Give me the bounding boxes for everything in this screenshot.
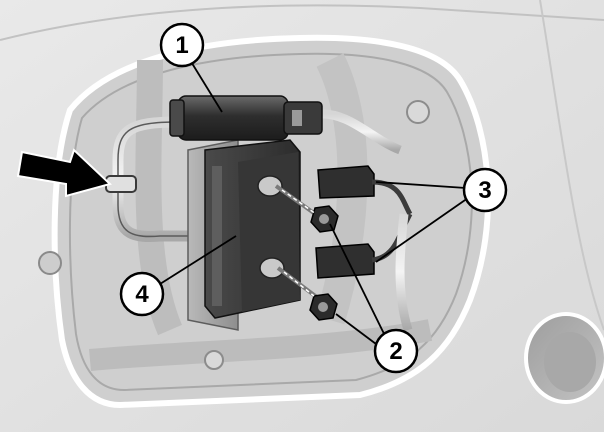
panel-contour-right [539,0,604,331]
callout-1: 1 [159,22,205,68]
indicator-arrow [16,148,112,198]
upper-nut-bore [319,214,329,224]
callout-4: 4 [119,271,165,317]
lower-nut-bore [318,302,328,312]
harness-tube [395,213,413,332]
bolt-head-upper [406,100,430,124]
callout-3-label: 3 [478,177,491,204]
panel-opening-inner-edge [68,52,473,392]
panel-screw [38,251,62,275]
pressure-sensor-body [177,95,289,141]
block-ridge [212,166,222,306]
panel-hole-inner [544,332,596,392]
callout-3: 3 [462,167,508,213]
panel-contour-top [0,4,604,41]
upper-port [257,175,283,197]
lower-port [259,257,285,279]
leader-line-1 [189,59,223,113]
leader-line-3a [375,181,467,189]
leader-line-4 [159,235,237,285]
upper-connector [317,165,375,199]
callout-2: 2 [373,328,419,374]
pressure-sensor-cap [169,99,185,137]
leader-line-2b [335,313,377,345]
lower-connector [315,243,375,279]
sensor-hose-right [317,109,402,155]
callout-2-label: 2 [389,338,402,365]
leader-line-2a [329,223,393,351]
callout-4-label: 4 [135,281,149,308]
callout-1-label: 1 [175,32,188,59]
pressure-sensor-plug-latch [292,110,302,126]
bolt-head-lower [204,350,224,370]
pressure-sensor-plug [283,101,323,135]
leader-line-3b [375,197,469,263]
